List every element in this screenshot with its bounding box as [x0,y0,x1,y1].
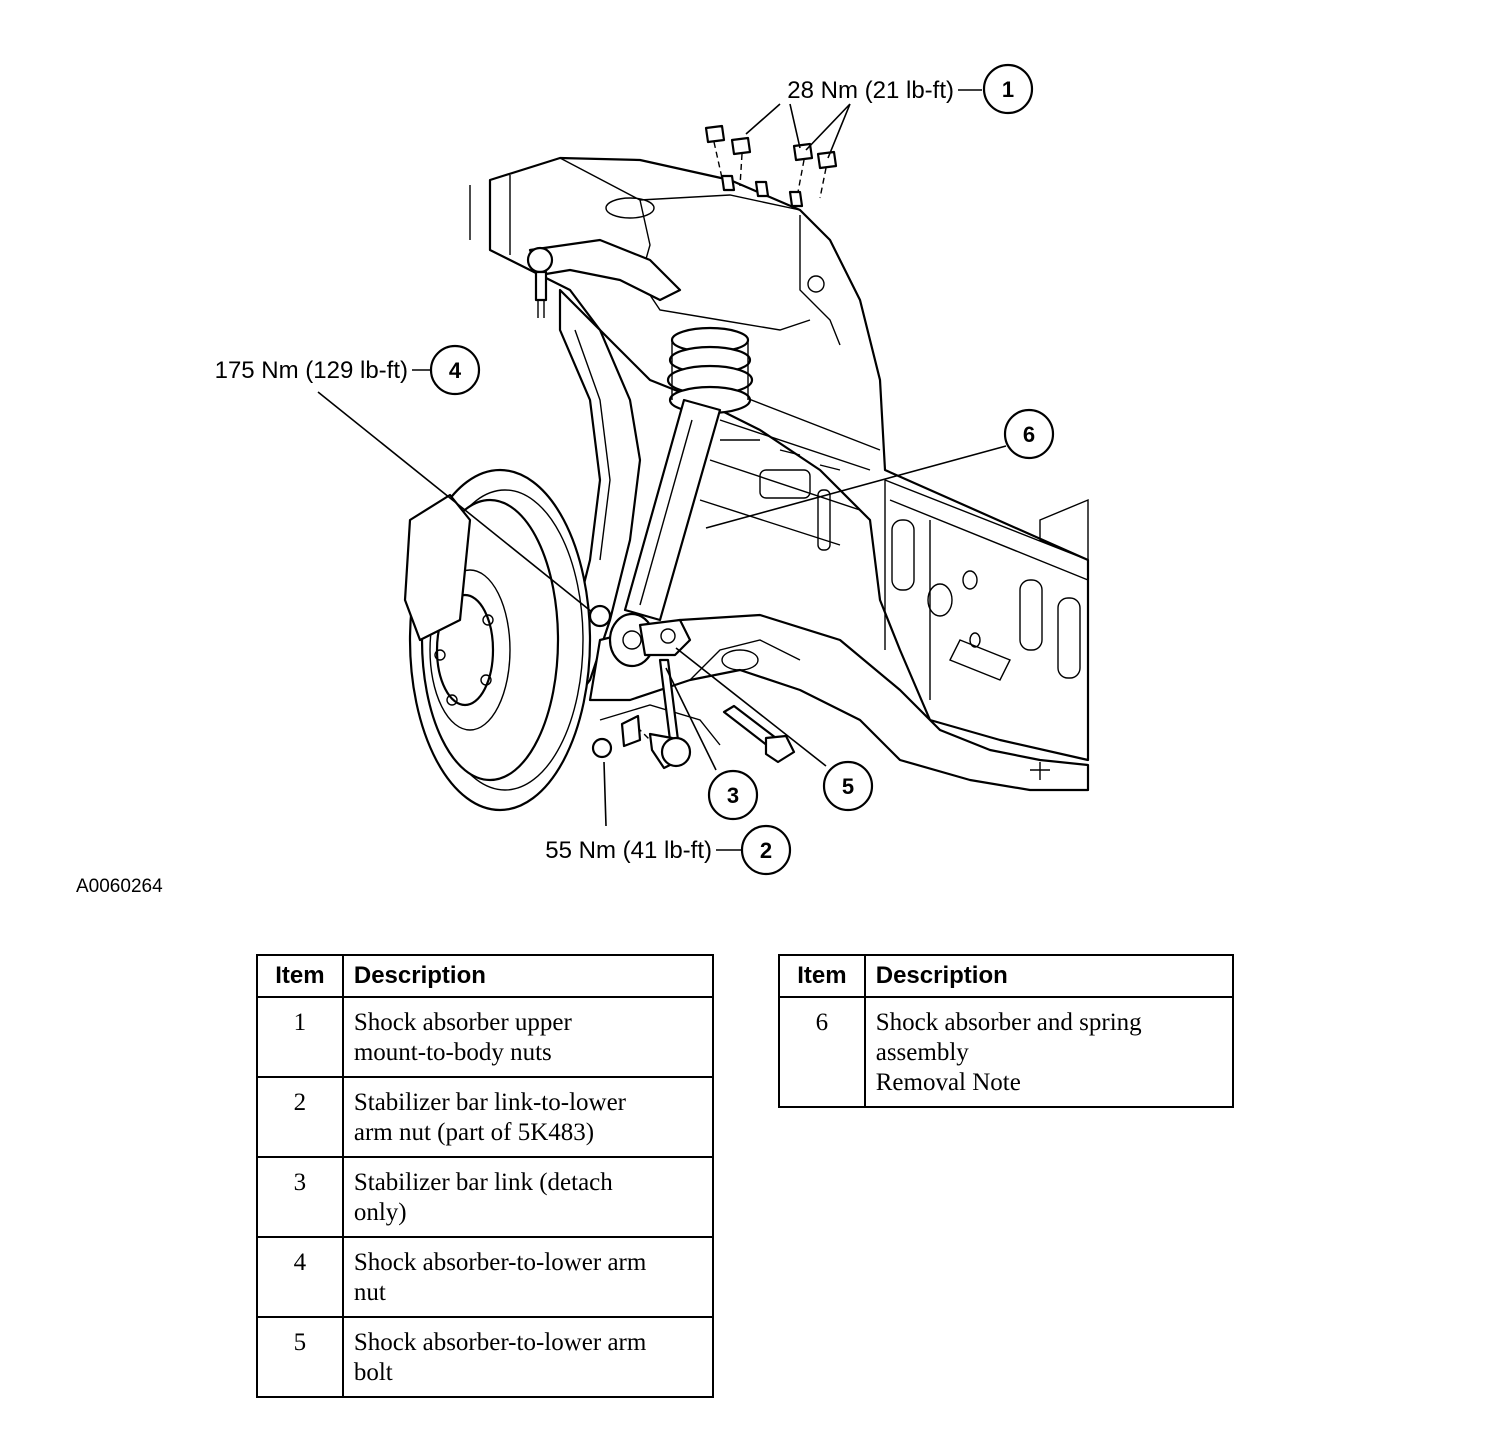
item-description: Stabilizer bar link (detach only) [341,1156,715,1238]
column-header-description: Description [863,954,1235,998]
description-line: Stabilizer bar link-to-lower [353,1089,626,1116]
description-line: Shock absorber and spring [875,1009,1142,1036]
shock-absorber [608,398,722,668]
figure-code: A0060264 [76,876,163,897]
description-line: Stabilizer bar link (detach [353,1169,613,1196]
callout-5: 5 [822,760,874,812]
table-header-row: Item Description [778,954,1235,998]
callout-1: 28 Nm (21 lb-ft) 1 [787,63,1034,115]
table-row: 5 Shock absorber-to-lower arm bolt [256,1316,715,1398]
table-row: 3 Stabilizer bar link (detach only) [256,1156,715,1238]
legend-table-left: Item Description 1 Shock absorber upper m… [256,954,715,1398]
suspension-diagram: 28 Nm (21 lb-ft) 1 175 Nm (129 lb-ft) 4 … [215,63,1090,876]
callout-6: 6 [1003,408,1055,460]
callout-2: 55 Nm (41 lb-ft) 2 [545,824,792,876]
description-line: assembly [875,1039,969,1066]
item-description: Shock absorber-to-lower arm bolt [341,1316,715,1398]
lower-mount-bolt [722,704,796,764]
table-row: 4 Shock absorber-to-lower arm nut [256,1236,715,1318]
callout-5-number: 5 [842,774,854,799]
column-header-item: Item [778,954,866,998]
table-row: 2 Stabilizer bar link-to-lower arm nut (p… [256,1076,715,1158]
callout-3-number: 3 [727,783,739,808]
brake-rotor [403,468,592,812]
description-line: Removal Note [875,1069,1021,1096]
callout-3: 3 [707,769,759,821]
callout-1-number: 1 [1002,77,1014,102]
callout-6-number: 6 [1023,422,1035,447]
table-header-row: Item Description [256,954,715,998]
table-row: 1 Shock absorber upper mount-to-body nuts [256,996,715,1078]
item-number: 5 [256,1316,344,1398]
item-number: 3 [256,1156,344,1238]
description-line: Shock absorber-to-lower arm [353,1249,647,1276]
column-header-item: Item [256,954,344,998]
description-line: bolt [353,1359,393,1386]
item-number: 4 [256,1236,344,1318]
stabilizer-link [588,604,692,770]
item-number: 1 [256,996,344,1078]
callout-1-torque: 28 Nm (21 lb-ft) [787,77,954,104]
description-line: Shock absorber upper [353,1009,572,1036]
item-description: Stabilizer bar link-to-lower arm nut (par… [341,1076,715,1158]
description-line: mount-to-body nuts [353,1039,552,1066]
legend-table-right: Item Description 6 Shock absorber and sp… [778,954,1235,1108]
coil-spring [666,326,754,415]
description-line: only) [353,1199,407,1226]
item-number: 2 [256,1076,344,1158]
lower-control-arm [588,613,1090,792]
item-description: Shock absorber-to-lower arm nut [341,1236,715,1318]
callout-2-torque: 55 Nm (41 lb-ft) [545,837,712,864]
description-line: Shock absorber-to-lower arm [353,1329,647,1356]
callout-4-number: 4 [449,358,462,383]
description-line: arm nut (part of 5K483) [353,1119,595,1146]
column-header-description: Description [341,954,715,998]
item-description: Shock absorber upper mount-to-body nuts [341,996,715,1078]
description-line: nut [353,1279,386,1306]
callout-2-number: 2 [760,838,772,863]
callout-4: 175 Nm (129 lb-ft) 4 [215,344,481,396]
callout-4-torque: 175 Nm (129 lb-ft) [215,357,408,384]
upper-control-arm [526,238,682,318]
upper-mount-nuts [704,124,838,208]
item-number: 6 [778,996,866,1108]
leader-lines [317,89,1007,851]
